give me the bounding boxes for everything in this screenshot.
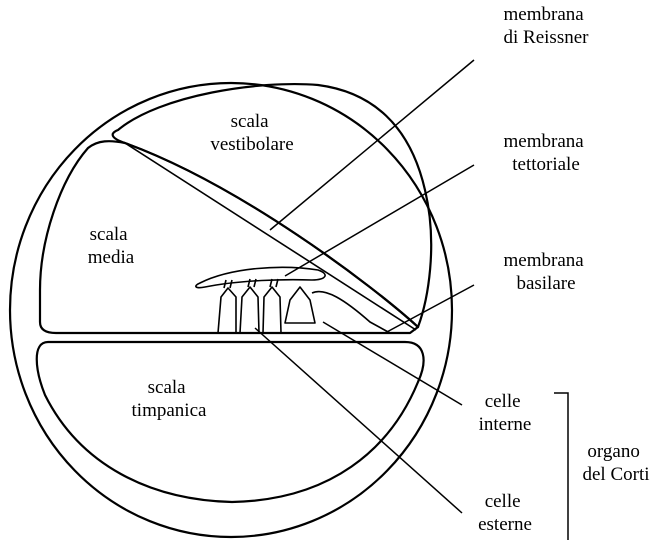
label-celle-esterne: celle esterne (478, 491, 532, 535)
label-scala-vestibolare-line1: scala (231, 111, 270, 132)
label-organo-del-corti-line1: organo (587, 441, 639, 462)
label-scala-media-line2: media (88, 247, 135, 268)
label-scala-timpanica-line1: scala (148, 377, 187, 398)
inner-hair-cell (218, 288, 236, 333)
label-scala-timpanica: scala timpanica (132, 377, 207, 421)
label-membrana-reissner-line2: di Reissner (504, 27, 590, 48)
label-celle-interne-line1: celle (485, 391, 521, 412)
label-celle-esterne-line1: celle (485, 491, 521, 512)
organo-del-corti-bracket (554, 393, 568, 540)
label-membrana-reissner: membrana di Reissner (504, 4, 590, 48)
organ-of-corti (218, 279, 390, 333)
label-scala-vestibolare: scala vestibolare (210, 111, 293, 155)
label-membrana-tettoriale-line1: membrana (504, 131, 585, 152)
label-celle-esterne-line2: esterne (478, 514, 532, 535)
label-membrana-tettoriale: membrana tettoriale (504, 131, 589, 175)
tunnel-of-corti (285, 287, 315, 323)
scala-timpanica-chamber (37, 342, 424, 502)
label-membrana-reissner-line1: membrana (504, 4, 585, 25)
tectorial-membrane (196, 267, 325, 287)
label-celle-interne: celle interne (479, 391, 532, 435)
pillar-cell (240, 287, 259, 333)
label-scala-media-line1: scala (90, 224, 129, 245)
reissner-membrane (125, 143, 416, 330)
leader-celle-interne (323, 322, 462, 405)
label-membrana-tettoriale-line2: tettoriale (512, 154, 580, 175)
label-scala-vestibolare-line2: vestibolare (210, 134, 293, 155)
label-scala-timpanica-line2: timpanica (132, 400, 207, 421)
leader-reissner (270, 60, 474, 230)
supporting-cells (312, 292, 390, 333)
label-membrana-basilare: membrana basilare (504, 250, 589, 294)
outer-hair-cell (263, 287, 281, 333)
label-celle-interne-line2: interne (479, 414, 532, 435)
label-membrana-basilare-line2: basilare (516, 273, 575, 294)
leader-celle-esterne (255, 328, 462, 513)
label-scala-media: scala media (88, 224, 135, 268)
label-membrana-basilare-line1: membrana (504, 250, 585, 271)
label-organo-del-corti-line2: del Corti (582, 464, 649, 485)
label-organo-del-corti: organo del Corti (582, 441, 649, 485)
